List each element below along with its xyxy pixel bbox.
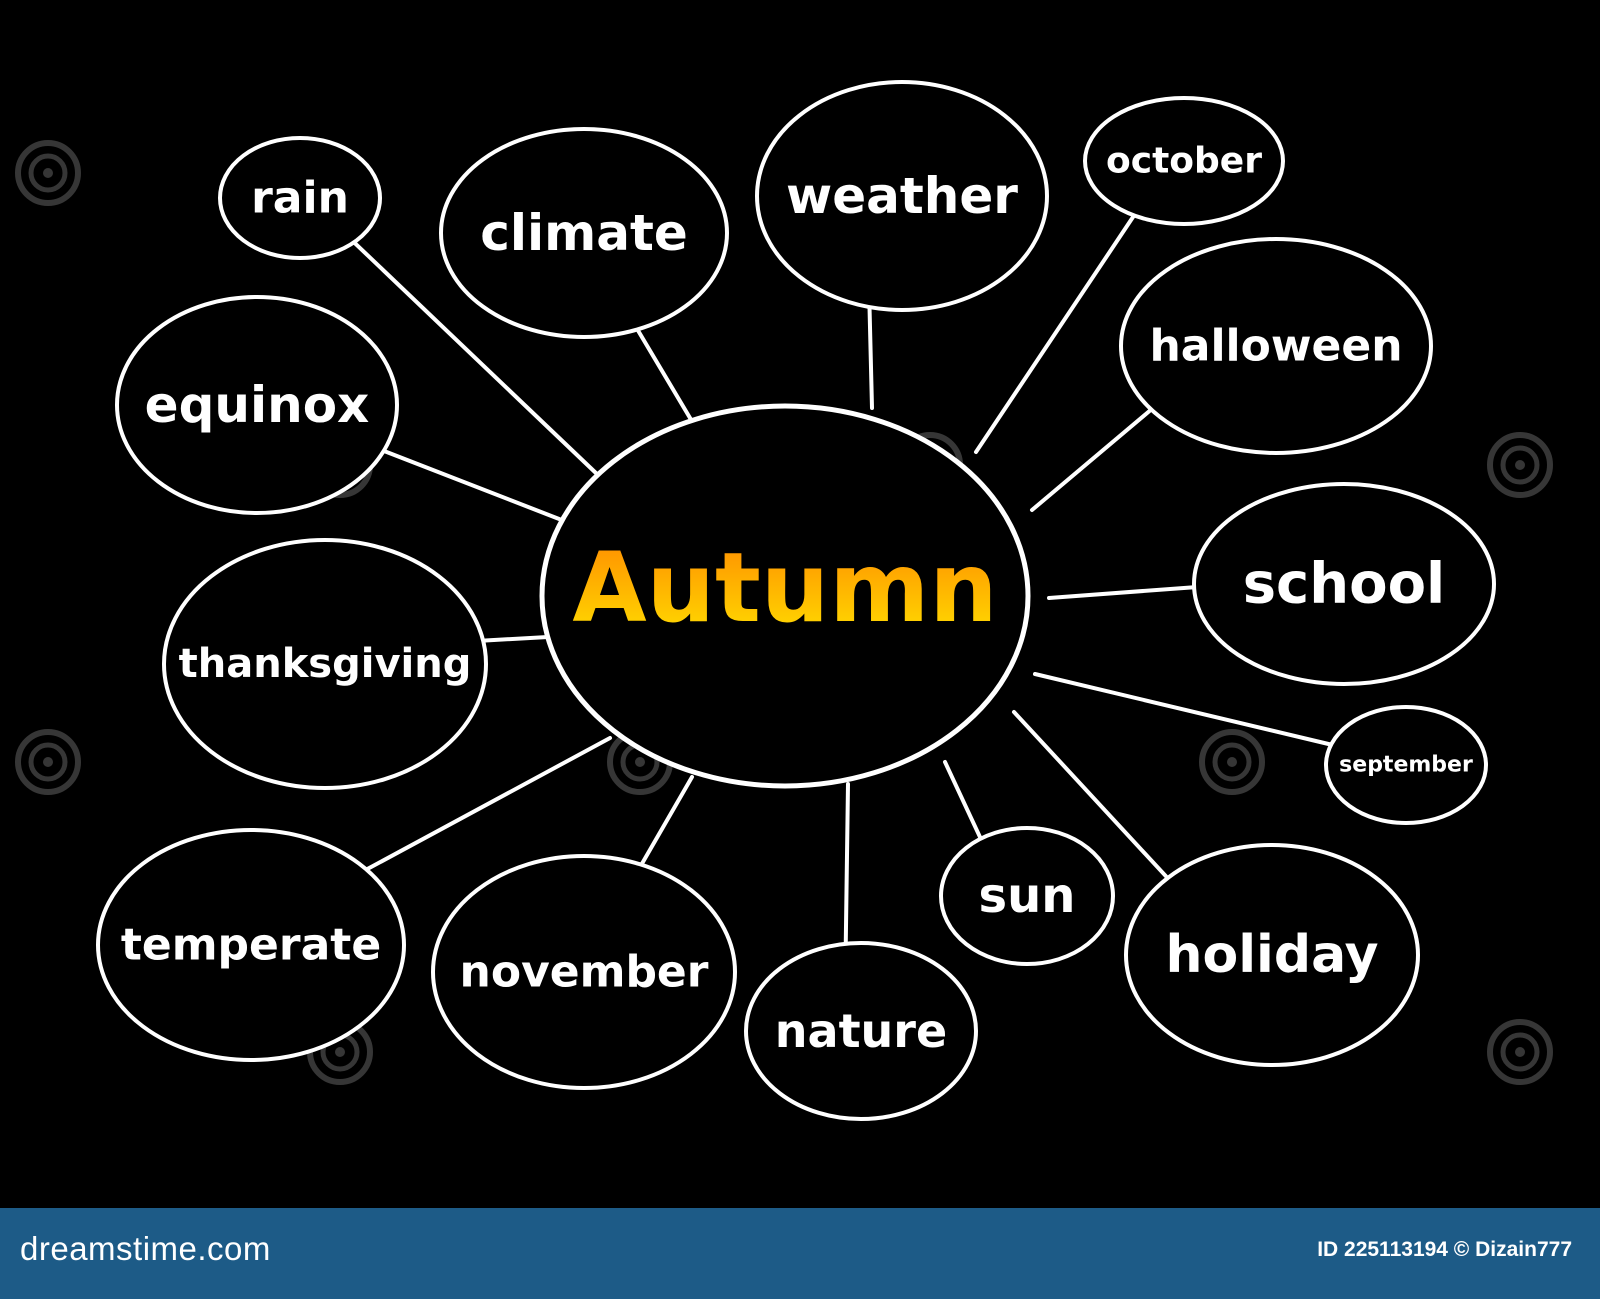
connector-weather xyxy=(867,305,874,410)
central-topic-bubble xyxy=(539,403,1031,789)
central-topic-label: Autumn xyxy=(572,532,997,644)
topic-label-weather: weather xyxy=(786,167,1018,225)
topic-bubble-october xyxy=(1083,96,1285,226)
connector-september xyxy=(1033,672,1334,747)
topic-label-sun: sun xyxy=(979,868,1076,924)
topic-bubble-halloween xyxy=(1119,237,1433,455)
topic-bubble-rain xyxy=(218,136,382,260)
footer-brand: dreamstime.com xyxy=(20,1230,271,1267)
topic-bubble-thanksgiving xyxy=(162,538,488,790)
topic-bubble-temperate xyxy=(96,828,406,1062)
connector-lines xyxy=(351,213,1334,946)
topic-bubble-equinox xyxy=(115,295,399,515)
topic-bubble-nature xyxy=(744,941,978,1121)
connector-rain xyxy=(351,240,600,477)
connector-halloween xyxy=(1030,407,1154,512)
mind-map: rain climate weather october halloween school… xyxy=(15,80,1553,1121)
topic-label-school: school xyxy=(1243,552,1446,617)
topic-nodes: rain climate weather october halloween school… xyxy=(96,80,1496,1121)
topic-node-equinox: equinox xyxy=(115,295,399,515)
topic-label-halloween: halloween xyxy=(1149,321,1402,372)
topic-node-november: november xyxy=(431,854,737,1090)
connector-november xyxy=(639,775,694,867)
topic-node-rain: rain xyxy=(218,136,382,260)
topic-bubble-weather xyxy=(755,80,1049,312)
topic-node-thanksgiving: thanksgiving xyxy=(162,538,488,790)
topic-bubble-september xyxy=(1324,705,1488,825)
topic-bubble-sun xyxy=(939,826,1115,966)
connector-october xyxy=(974,213,1137,454)
topic-label-equinox: equinox xyxy=(145,376,370,434)
topic-label-temperate: temperate xyxy=(121,920,381,971)
spiral-watermark-icon xyxy=(1199,729,1265,795)
topic-node-temperate: temperate xyxy=(96,828,406,1062)
topic-label-october: october xyxy=(1106,141,1262,182)
spiral-watermark-icon xyxy=(1487,432,1553,498)
connector-thanksgiving xyxy=(481,635,550,643)
topic-label-holiday: holiday xyxy=(1165,925,1378,985)
topic-bubble-holiday xyxy=(1124,843,1420,1067)
topic-node-october: october xyxy=(1083,96,1285,226)
topic-label-september: september xyxy=(1339,753,1473,778)
topic-label-nature: nature xyxy=(775,1004,947,1058)
topic-bubble-school xyxy=(1192,482,1496,686)
topic-node-sun: sun xyxy=(939,826,1115,966)
topic-node-halloween: halloween xyxy=(1119,237,1433,455)
spiral-watermark-icon xyxy=(15,140,81,206)
mind-map-canvas: rain climate weather october halloween school… xyxy=(15,80,1553,1121)
topic-node-school: school xyxy=(1192,482,1496,686)
connector-school xyxy=(1047,585,1197,600)
connector-equinox xyxy=(381,448,574,526)
topic-node-weather: weather xyxy=(755,80,1049,312)
spiral-watermark-icon xyxy=(1487,1019,1553,1085)
connector-holiday xyxy=(1012,710,1170,881)
topic-node-september: september xyxy=(1324,705,1488,825)
footer-credit: ID 225113194 © Dizain777 xyxy=(1317,1238,1572,1261)
topic-node-climate: climate xyxy=(439,127,729,339)
topic-bubble-november xyxy=(431,854,737,1090)
connector-temperate xyxy=(364,736,612,872)
spiral-watermark-icon xyxy=(15,729,81,795)
topic-label-climate: climate xyxy=(480,204,688,262)
topic-label-rain: rain xyxy=(251,173,349,224)
topic-node-holiday: holiday xyxy=(1124,843,1420,1067)
footer-bar: dreamstime.com ID 225113194 © Dizain777 xyxy=(0,1208,1600,1299)
topic-label-november: november xyxy=(460,947,709,998)
connector-climate xyxy=(635,327,695,425)
topic-bubble-climate xyxy=(439,127,729,339)
central-topic: Autumn xyxy=(539,403,1031,789)
topic-label-thanksgiving: thanksgiving xyxy=(179,641,472,687)
topic-node-nature: nature xyxy=(744,941,978,1121)
connector-nature xyxy=(843,782,850,946)
connector-sun xyxy=(943,760,983,841)
